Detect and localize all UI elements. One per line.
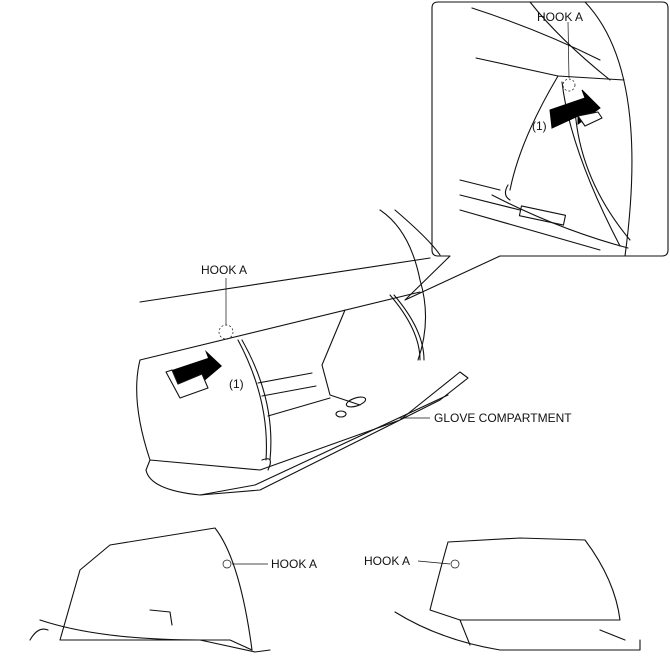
hook-a-label-inset: HOOK A: [537, 10, 584, 24]
bottom-right-view: [394, 537, 641, 651]
step-1-label-inset: (1): [532, 119, 547, 133]
push-arrow-icon: [172, 350, 222, 384]
hook-a-label-bottom-left: HOOK A: [271, 557, 318, 571]
main-view: [136, 209, 469, 496]
glove-compartment-label: GLOVE COMPARTMENT: [434, 411, 572, 425]
hook-a-label-bottom-right: HOOK A: [364, 554, 411, 568]
hook-a-label: HOOK A: [201, 263, 248, 277]
detail-inset: [404, 1, 669, 301]
bottom-left-view: [29, 527, 271, 653]
step-1-label: (1): [229, 377, 244, 391]
